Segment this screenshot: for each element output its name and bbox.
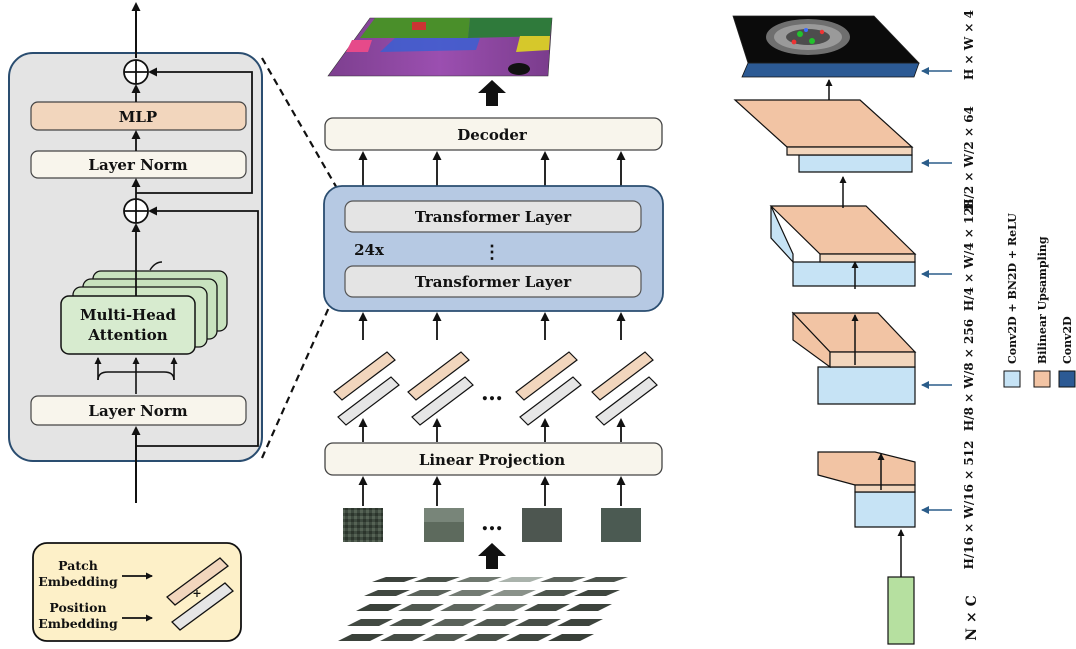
- output-shape-label: H × W × 4: [962, 10, 976, 80]
- legend-position-embedding-swatch: [171, 582, 234, 631]
- decoder-box: [324, 117, 663, 151]
- repeat-count-label: 24x: [354, 241, 385, 259]
- resolution-pointer-arrows: [921, 67, 952, 514]
- decoder-stage-1: [733, 99, 914, 173]
- encoder-block: MLP Layer Norm Multi-Head Attention: [8, 2, 263, 503]
- transformer-layer-bottom-box: [344, 265, 642, 298]
- layer-norm-bottom-box: [30, 395, 247, 426]
- bilinear-upsample-1: [733, 99, 914, 148]
- output-arrow-icon: [478, 80, 506, 106]
- legend-plus: +: [192, 587, 201, 600]
- patch-ellipsis: …: [481, 510, 503, 536]
- legend-position-line2: Embedding: [38, 616, 118, 631]
- legend-bilinear-label: Bilinear Upsampling: [1036, 236, 1049, 364]
- projection-to-embedding-arrows: [358, 418, 626, 442]
- segmentation-output: [327, 17, 553, 77]
- transformer-layer-top-box: [344, 200, 642, 233]
- residual-skip-bottom: [136, 206, 259, 447]
- input-image-patch-grid: [338, 577, 628, 641]
- linear-projection-box: [324, 442, 663, 476]
- legend-conv2d-swatch: [1058, 370, 1076, 388]
- decoder-stage-2: [769, 205, 917, 287]
- decoder-detail: H × W × 4 H/2 × W/2 × 64 H/4 × W/4 × 128…: [732, 10, 1076, 645]
- image-patch-3: [522, 508, 562, 542]
- level2-shape-label: H/4 × W/4 × 128: [962, 199, 976, 311]
- input-shape-label: N × C: [964, 595, 980, 640]
- embedding-pairs: [333, 351, 658, 426]
- input-arrow-icon: [478, 543, 506, 569]
- mha-label-line1: Multi-Head: [80, 306, 176, 324]
- multi-head-attention-stack: Multi-Head Attention: [60, 270, 228, 355]
- legend-patch-line1: Patch: [58, 558, 98, 573]
- image-patch-1: [343, 508, 383, 542]
- legend-patch-line2: Embedding: [38, 574, 118, 589]
- embedding-pair-3: [515, 351, 582, 426]
- layer-norm-top-label: Layer Norm: [88, 156, 187, 174]
- embedding-pair-4: [591, 351, 658, 426]
- image-patch-4: [601, 508, 641, 542]
- decoder-label: Decoder: [457, 126, 528, 144]
- legend-patch-embedding-swatch: [166, 557, 229, 606]
- zoom-line-bottom: [260, 295, 336, 459]
- level4-shape-label: H/16 × W/16 × 512: [962, 441, 976, 570]
- legend-conv2d-label: Conv2D: [1061, 316, 1074, 364]
- layer-norm-bottom-label: Layer Norm: [88, 402, 187, 420]
- transformer-layer-top-label: Transformer Layer: [415, 208, 572, 226]
- residual-skip-top: [136, 67, 253, 194]
- encoder-features-block: [887, 576, 915, 645]
- zoom-line-top: [261, 57, 339, 191]
- level1-shape-label: H/2 × W/2 × 64: [962, 106, 976, 210]
- resolution-labels: H × W × 4 H/2 × W/2 × 64 H/4 × W/4 × 128…: [962, 10, 980, 641]
- decoder-flow-arrows: [825, 79, 905, 577]
- embedding-legend: Patch Embedding Position Embedding +: [32, 542, 242, 642]
- decoder-stage-3: [791, 311, 917, 405]
- mha-front-box: [60, 295, 196, 355]
- linear-projection-label: Linear Projection: [419, 451, 565, 469]
- patch-to-projection-arrows: [358, 476, 626, 506]
- legend-conv-bn-relu-label: Conv2D + BN2D + ReLU: [1006, 213, 1019, 364]
- embedding-pair-1: [333, 351, 400, 426]
- decoder-legend: Conv2D + BN2D + ReLU Bilinear Upsampling…: [1003, 213, 1076, 388]
- embedding-ellipsis: …: [481, 380, 503, 406]
- bilinear-upsample-4: [817, 451, 916, 486]
- mlp-label: MLP: [119, 108, 157, 126]
- mri-output: [732, 15, 920, 78]
- legend-position-line1: Position: [49, 600, 106, 615]
- vertical-dots: ⋮: [483, 242, 501, 263]
- embedding-to-transformer-arrows: [358, 312, 626, 340]
- legend-conv-bn-relu-swatch: [1003, 370, 1021, 388]
- level3-shape-label: H/8 × W/8 × 256: [962, 319, 976, 431]
- mha-label-line2: Attention: [87, 326, 167, 344]
- image-patches: [343, 508, 641, 542]
- transformer-layer-bottom-label: Transformer Layer: [415, 273, 572, 291]
- embedding-pair-2: [407, 351, 474, 426]
- legend-bilinear-swatch: [1033, 370, 1051, 388]
- decoder-stage-4: [817, 451, 916, 528]
- transformer-to-decoder-arrows: [358, 151, 626, 186]
- bilinear-upsample-2: [769, 205, 917, 255]
